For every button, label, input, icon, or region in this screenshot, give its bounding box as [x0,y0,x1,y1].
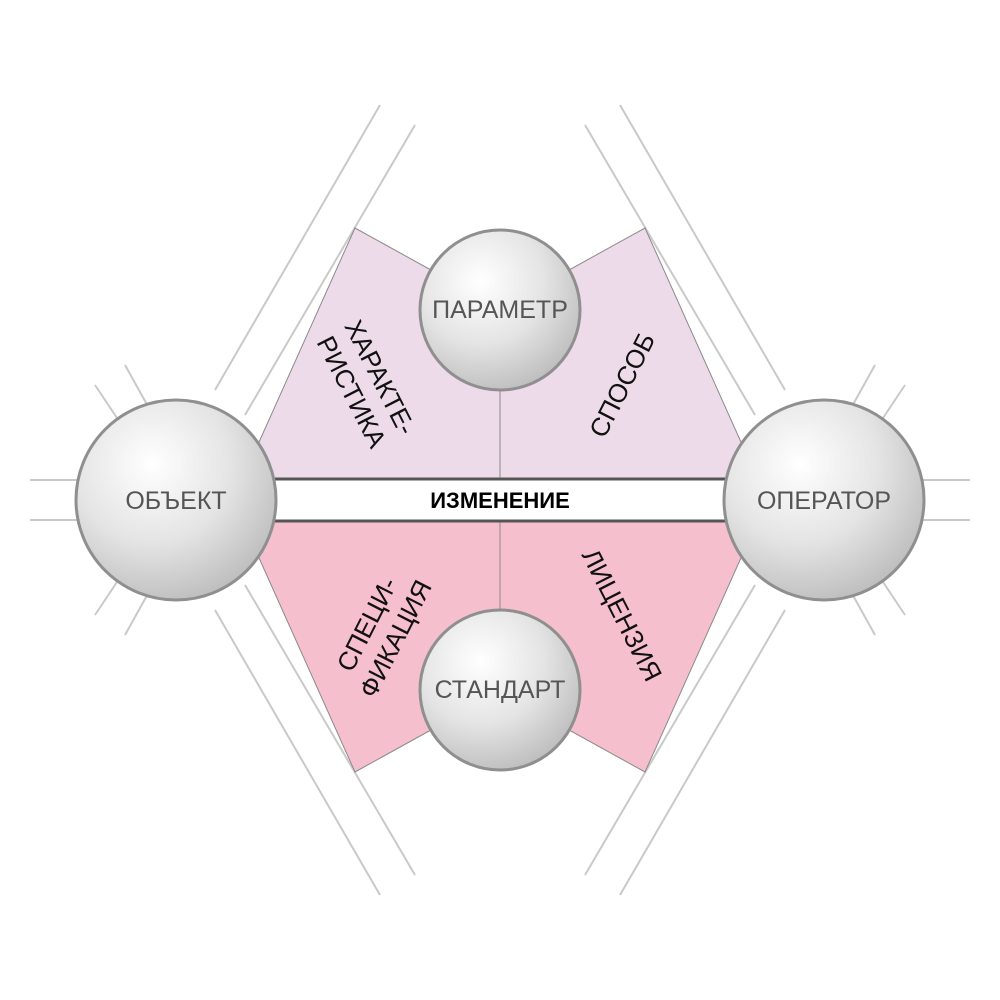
node-object-label: ОБЪЕКТ [125,487,226,515]
node-object: ОБЪЕКТ [74,398,278,602]
node-standard-label: СТАНДАРТ [435,676,566,704]
node-parameter: ПАРАМЕТР [418,228,582,392]
node-standard: СТАНДАРТ [418,608,582,772]
node-parameter-label: ПАРАМЕТР [432,296,568,324]
change-band [258,477,742,523]
guide-lines [30,104,970,896]
change-band-label: ИЗМЕНЕНИЕ [430,488,570,513]
node-operator-label: ОПЕРАТОР [757,487,891,515]
node-operator: ОПЕРАТОР [722,398,926,602]
